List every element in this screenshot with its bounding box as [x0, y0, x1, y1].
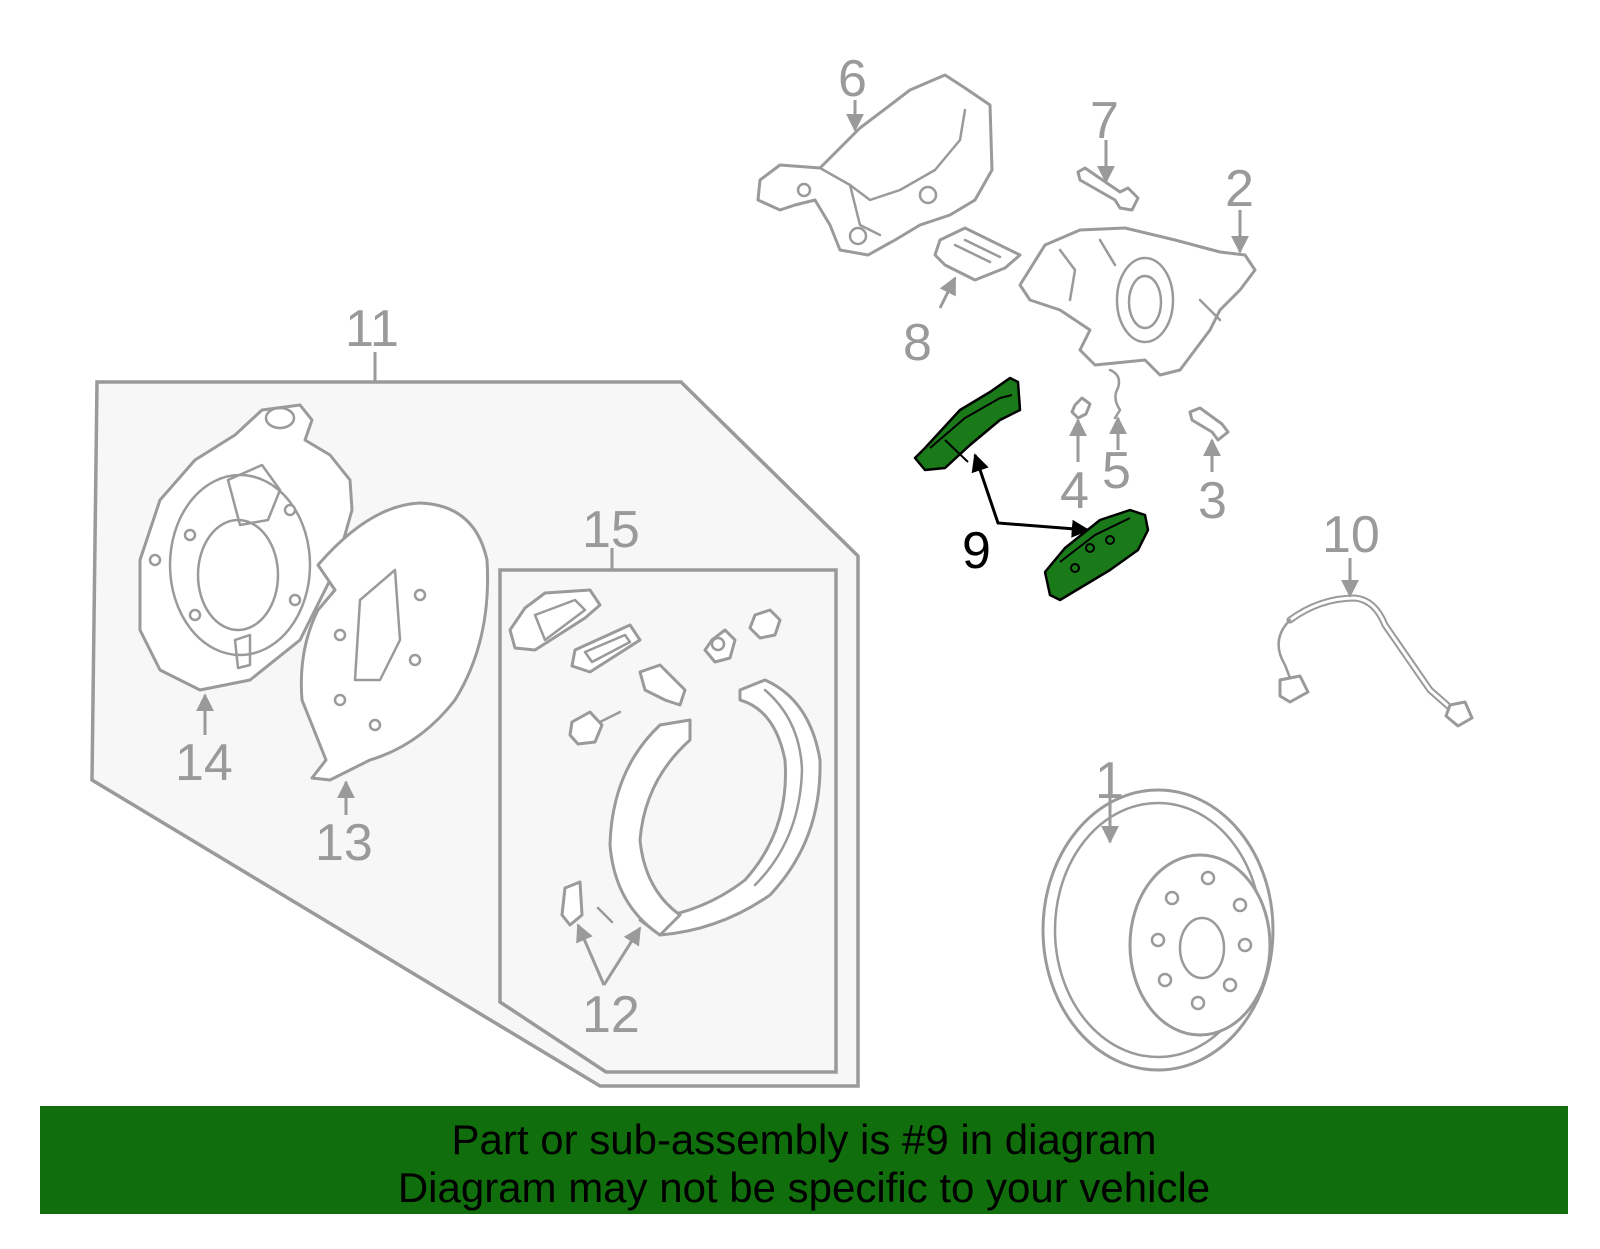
label-part-12: 12 [582, 986, 640, 1044]
bolt-part-3[interactable] [1188, 406, 1230, 442]
banner-line-disclaimer: Diagram may not be specific to your vehi… [397, 1164, 1211, 1211]
brake-shoe-part-12[interactable] [560, 678, 822, 937]
leader-12b [602, 926, 642, 986]
label-part-9: 9 [962, 522, 991, 580]
brake-pads-part-9[interactable] [913, 376, 1150, 602]
hardware-kit-part-15[interactable] [508, 588, 782, 746]
leader-8 [938, 276, 957, 309]
label-part-5: 5 [1102, 442, 1131, 500]
label-part-15: 15 [582, 501, 640, 559]
label-part-2: 2 [1225, 160, 1254, 218]
brake-rotor-part-1[interactable] [1041, 788, 1275, 1072]
abs-sensor-part-10[interactable] [1277, 594, 1474, 728]
label-part-14: 14 [175, 734, 233, 792]
label-part-13: 13 [315, 814, 373, 872]
label-part-1: 1 [1095, 752, 1124, 810]
leader-12a [576, 923, 606, 986]
caliper-part-2[interactable] [1018, 226, 1257, 377]
label-part-3: 3 [1198, 472, 1227, 530]
label-part-10: 10 [1322, 506, 1380, 564]
bleeder-part-4[interactable] [1070, 396, 1092, 420]
dust-shield-part-13[interactable] [299, 501, 490, 782]
info-banner: Part or sub-assembly is #9 in diagram Di… [40, 1106, 1568, 1214]
banner-line-part-info: Part or sub-assembly is #9 in diagram [451, 1116, 1157, 1163]
label-part-7: 7 [1090, 92, 1119, 150]
label-part-8: 8 [903, 314, 932, 372]
label-part-11: 11 [345, 300, 399, 358]
cap-part-5[interactable] [1108, 368, 1122, 420]
label-part-4: 4 [1060, 462, 1089, 520]
label-part-6: 6 [838, 50, 867, 108]
backing-plate-part-14[interactable] [138, 403, 354, 692]
bolt-part-7[interactable] [1076, 166, 1140, 212]
leader-9 [971, 453, 1090, 538]
caliper-bracket-part-6[interactable] [756, 73, 994, 257]
anti-rattle-clip-part-8[interactable] [933, 226, 1022, 282]
